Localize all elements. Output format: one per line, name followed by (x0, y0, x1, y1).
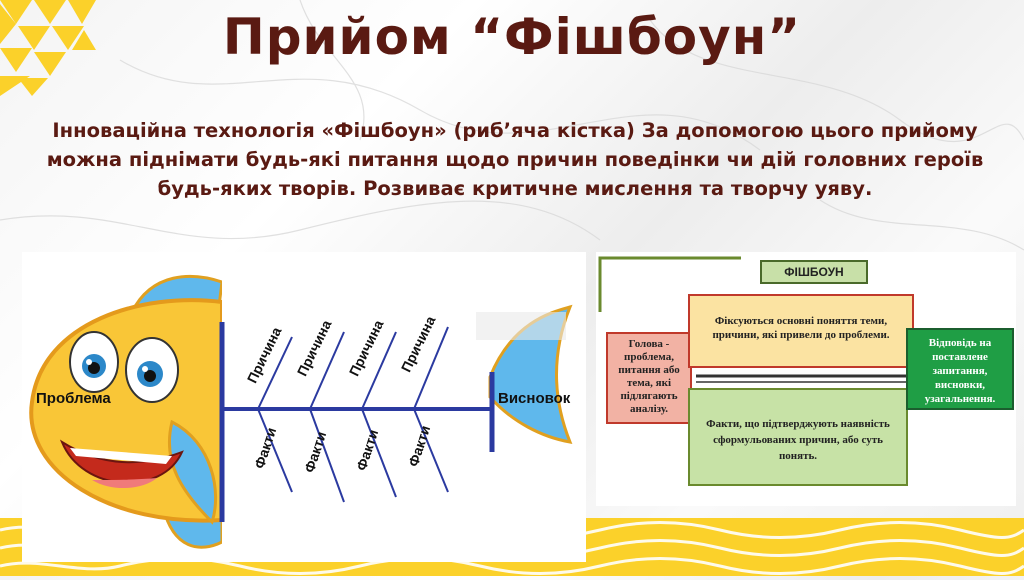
causes-box: Фіксуються основні поняття теми, причини… (688, 294, 914, 368)
corner-triangles-decoration (0, 0, 96, 96)
fishbone-fish-panel: Проблема Висновок Причина Причина Причин… (22, 252, 586, 562)
page-title: Прийом “Фішбоун” (222, 8, 802, 66)
tail-label: Висновок (498, 390, 571, 407)
scheme-header: ФІШБОУН (760, 260, 868, 284)
facts-box: Факти, що підтверджують наявність сформу… (688, 388, 908, 486)
scheme-lines (598, 256, 908, 383)
conclusion-box: Відповідь на поставлене запитання, висно… (906, 328, 1014, 410)
head-label: Проблема (36, 390, 111, 407)
intro-text: Інноваційна технологія «Фішбоун» (риб’яч… (46, 119, 984, 200)
fishbone-scheme-panel: ФІШБОУН Голова - проблема, питання або т… (596, 252, 1016, 506)
fish-illustration (29, 270, 573, 562)
head-box: Голова - проблема, питання або тема, які… (606, 332, 692, 424)
